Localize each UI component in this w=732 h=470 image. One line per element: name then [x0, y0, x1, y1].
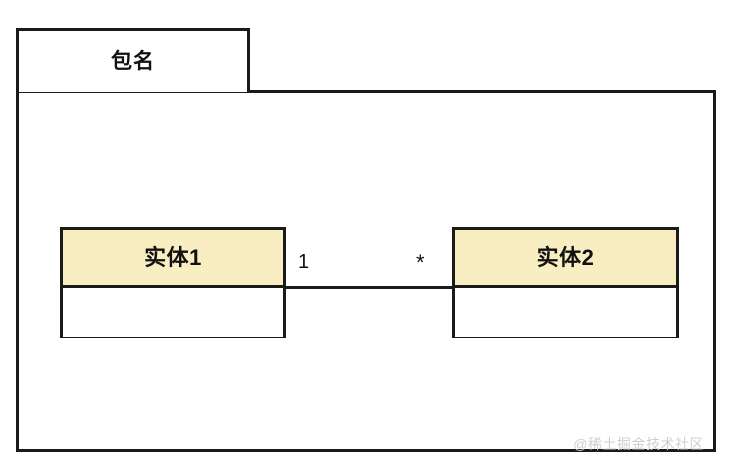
- target-multiplicity-label: *: [416, 250, 425, 275]
- package-name-label: 包名: [111, 50, 155, 73]
- package-tab[interactable]: 包名: [16, 28, 250, 92]
- entity-1-name-label: 实体1: [144, 244, 202, 270]
- entity-box-1[interactable]: 实体1: [60, 227, 286, 338]
- entity-2-name-label: 实体2: [536, 244, 595, 270]
- entity-2-attributes-compartment[interactable]: [455, 288, 676, 337]
- association-connector-line[interactable]: [284, 286, 454, 289]
- entity-1-attributes-compartment[interactable]: [63, 288, 283, 337]
- watermark-label: @稀土掘金技术社区: [573, 436, 704, 452]
- entity-2-header: 实体2: [455, 230, 676, 288]
- source-multiplicity-label: 1: [298, 251, 310, 273]
- entity-1-header: 实体1: [63, 230, 283, 288]
- entity-box-2[interactable]: 实体2: [452, 227, 679, 338]
